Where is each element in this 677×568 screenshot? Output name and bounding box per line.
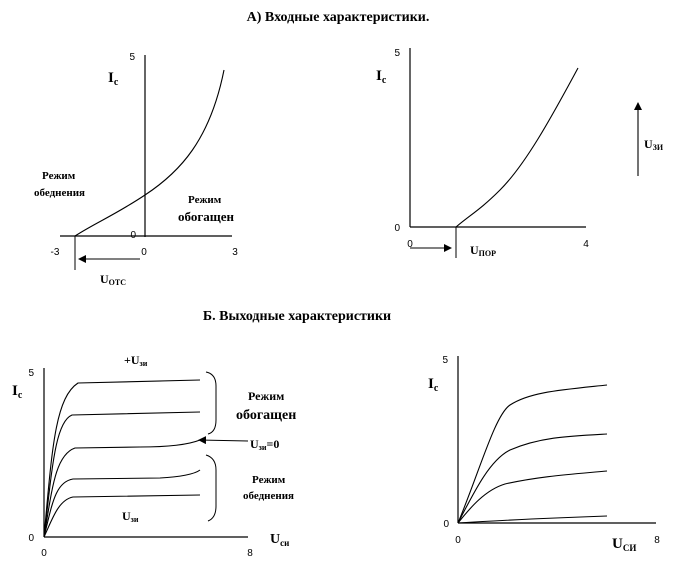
b2-x-label: UСИ [612, 536, 636, 553]
b1-tick-x-zero: 0 [41, 548, 47, 559]
a2-tick-x-zero: 0 [407, 239, 413, 250]
b2-tick-x-zero: 0 [455, 535, 461, 546]
a2-y-label: Ic [376, 68, 387, 86]
b1-depletion-brace [205, 454, 217, 522]
b1-depletion-label-1: Режим [252, 474, 286, 486]
a2-transfer-curve [455, 67, 579, 228]
b2-y-label: Ic [428, 376, 439, 394]
a1-tick-x-zero: 0 [141, 247, 147, 258]
a1-depletion-label-1: Режим [42, 170, 76, 182]
b1-bottom-curve-label: Uзи [122, 509, 139, 524]
b1-depletion-label-2: обеднения [243, 490, 294, 502]
a1-enhancement-label-2: обогащен [178, 209, 234, 224]
b1-y-label: Ic [12, 383, 23, 401]
b1-zero-bias-label: Uзи=0 [250, 437, 279, 452]
panel-a2: 5 0 0 4 Ic UПОР UЗИ [376, 48, 664, 258]
b1-tick-y-max: 5 [28, 368, 34, 379]
b1-curve-2 [43, 411, 201, 538]
a2-tick-y-max: 5 [394, 48, 400, 59]
a1-tick-y-max: 5 [129, 52, 135, 63]
a2-threshold-label: UПОР [470, 243, 496, 258]
b1-enhancement-brace [205, 371, 217, 435]
a1-enhancement-label-1: Режим [188, 194, 222, 206]
a1-depletion-label-2: обеднения [34, 187, 85, 199]
b1-curve-4 [43, 469, 201, 538]
section-a-title: А) Входные характеристики. [247, 10, 430, 25]
a2-tick-x-max: 4 [583, 239, 589, 250]
panel-b2: 5 0 0 8 Ic UСИ [428, 355, 660, 553]
panel-b1: 5 0 0 8 Ic Uси +Uзи Uзи Режим обогащен U… [12, 353, 296, 559]
b2-curve-4 [457, 515, 608, 524]
b1-enhancement-label-1: Режим [248, 389, 284, 403]
a1-transfer-curve [74, 69, 225, 237]
b1-top-curve-label: +Uзи [124, 353, 148, 368]
a1-cutoff-label: UOTC [100, 272, 126, 287]
b1-tick-y-zero: 0 [28, 533, 34, 544]
b1-curve-3 [43, 439, 201, 538]
b2-curve-2 [457, 433, 608, 524]
b2-tick-y-max: 5 [442, 355, 448, 366]
b1-curve-5 [43, 494, 201, 538]
b2-curve-1 [457, 384, 608, 524]
b2-tick-x-max: 8 [654, 535, 660, 546]
a1-y-label: Ic [108, 70, 119, 88]
b1-tick-x-max: 8 [247, 548, 253, 559]
a1-tick-x-max: 3 [232, 247, 238, 258]
b2-tick-y-zero: 0 [443, 519, 449, 530]
b2-curve-3 [457, 470, 608, 524]
b1-enhancement-label-2: обогащен [236, 408, 296, 423]
a2-gate-voltage-label: UЗИ [644, 137, 664, 152]
b1-curve-1 [43, 379, 201, 538]
b1-zero-bias-arrow [198, 436, 249, 445]
panel-a1: 5 0 -3 0 3 Ic UOTC Режим обеднения Режим… [34, 52, 238, 287]
a2-tick-y-zero: 0 [394, 223, 400, 234]
a1-tick-origin: 0 [130, 230, 136, 241]
b1-x-label: Uси [270, 532, 289, 548]
a1-tick-x-min: -3 [51, 247, 60, 258]
section-b-title: Б. Выходные характеристики [203, 309, 391, 324]
